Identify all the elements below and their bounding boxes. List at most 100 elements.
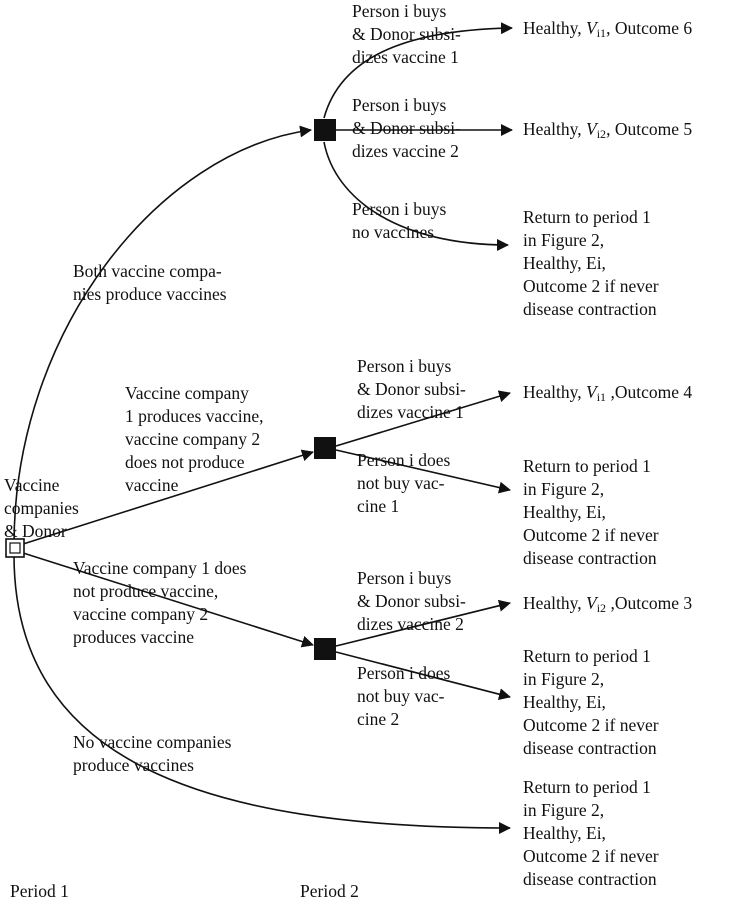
sub-label-line: no vaccines — [352, 222, 435, 242]
period-1-label: Period 1 — [10, 881, 69, 901]
sub-label-line: dizes vaccine 1 — [352, 47, 459, 67]
edge-c2-buy — [335, 599, 511, 647]
branch-label-line: not produce vaccine, — [73, 581, 219, 601]
sub-label-line: dizes vaccine 2 — [357, 614, 464, 634]
outcome-2-no-companies: Return to period 1 in Figure 2, Healthy,… — [523, 776, 659, 891]
outcome-prefix: Healthy, — [523, 593, 587, 613]
outcome-suffix: , Outcome 5 — [606, 119, 693, 139]
outcome-line: disease contraction — [523, 869, 657, 889]
decision-node-company2 — [314, 638, 336, 660]
sub-label-line: Person i buys — [352, 199, 447, 219]
root-label-line: & Donor — [4, 521, 67, 541]
root-label: Vaccine companies & Donor — [4, 474, 79, 543]
branch-label-both: Both vaccine compa- nies produce vaccine… — [73, 260, 227, 306]
edge-company2-only — [19, 551, 314, 648]
edge-both-produce — [13, 125, 312, 546]
root-node-inner — [9, 542, 21, 554]
outcome-2-both-none: Return to period 1 in Figure 2, Healthy,… — [523, 206, 659, 321]
branch-label-line: 1 produces vaccine, — [125, 406, 264, 426]
outcome-line: Outcome 2 if never — [523, 276, 659, 296]
outcome-variable: V — [586, 382, 597, 402]
edge-both-none — [323, 141, 509, 251]
edge-no-companies — [13, 554, 511, 834]
edge-c2-nobuy — [335, 651, 511, 701]
outcome-prefix: Healthy, — [523, 18, 587, 38]
branch-label-line: nies produce vaccines — [73, 284, 227, 304]
outcome-line: Outcome 2 if never — [523, 715, 659, 735]
outcome-subscript: i1 — [596, 390, 607, 404]
sub-label-line: Person i buys — [352, 1, 447, 21]
outcome-subscript: i1 — [596, 26, 607, 40]
outcome-subscript: i2 — [596, 127, 607, 141]
sub-label-line: not buy vac- — [357, 686, 445, 706]
outcome-line: Return to period 1 — [523, 646, 651, 666]
outcome-line: Healthy, Ei, — [523, 253, 606, 273]
branch-label-line: produce vaccines — [73, 755, 194, 775]
outcome-line: Return to period 1 — [523, 207, 651, 227]
outcome-line: in Figure 2, — [523, 479, 605, 499]
sub-label-line: & Donor subsi- — [352, 24, 461, 44]
outcome-subscript: i2 — [596, 601, 607, 615]
outcome-variable: V — [586, 119, 597, 139]
sub-label-c1-buy: Person i buys & Donor subsi- dizes vacci… — [357, 355, 466, 424]
sub-label-line: cine 1 — [357, 496, 400, 516]
root-label-line: Vaccine — [4, 475, 60, 495]
outcome-prefix: Healthy, — [523, 382, 587, 402]
outcome-line: disease contraction — [523, 738, 657, 758]
edge-company1-only — [19, 449, 314, 546]
sub-label-line: Person i buys — [352, 95, 447, 115]
outcome-line: Return to period 1 — [523, 456, 651, 476]
branch-label-line: vaccine — [125, 475, 179, 495]
outcome-line: in Figure 2, — [523, 800, 605, 820]
sub-label-line: Person i does — [357, 663, 451, 683]
branch-label-company1-only: Vaccine company 1 produces vaccine, vacc… — [125, 382, 263, 497]
branch-label-line: No vaccine companies — [73, 732, 232, 752]
outcome-2-c1-nobuy: Return to period 1 in Figure 2, Healthy,… — [523, 455, 659, 570]
sub-label-line: not buy vac- — [357, 473, 445, 493]
sub-label-line: & Donor subsi- — [357, 379, 466, 399]
edge-c1-nobuy — [335, 449, 511, 494]
outcome-line: Healthy, Ei, — [523, 692, 606, 712]
sub-label-c2-buy: Person i buys & Donor subsi- dizes vacci… — [357, 567, 466, 636]
sub-label-line: Person i buys — [357, 356, 452, 376]
outcome-line: in Figure 2, — [523, 669, 605, 689]
decision-node-company1 — [314, 437, 336, 459]
outcome-line: Healthy, Ei, — [523, 823, 606, 843]
outcome-line: Outcome 2 if never — [523, 846, 659, 866]
edge-both-vaccine1 — [323, 22, 513, 119]
branch-label-line: Vaccine company — [125, 383, 249, 403]
sub-label-both-vaccine1: Person i buys & Donor subsi- dizes vacci… — [352, 0, 461, 69]
outcome-variable: V — [586, 593, 597, 613]
outcome-prefix: Healthy, — [523, 119, 587, 139]
outcome-line: disease contraction — [523, 299, 657, 319]
branch-label-no-companies: No vaccine companies produce vaccines — [73, 731, 231, 777]
sub-label-line: Person i does — [357, 450, 451, 470]
outcome-line: disease contraction — [523, 548, 657, 568]
branch-label-line: does not produce — [125, 452, 245, 472]
outcome-suffix: ,Outcome 4 — [606, 382, 693, 402]
branch-label-line: vaccine company 2 — [125, 429, 261, 449]
period-2-label: Period 2 — [300, 881, 359, 901]
branch-label-line: vaccine company 2 — [73, 604, 209, 624]
sub-label-line: & Donor subsi- — [352, 118, 461, 138]
outcome-line: in Figure 2, — [523, 230, 605, 250]
outcome-line: Healthy, Ei, — [523, 502, 606, 522]
sub-label-line: & Donor subsi- — [357, 591, 466, 611]
outcome-suffix: ,Outcome 3 — [606, 593, 693, 613]
edge-c1-buy — [335, 390, 511, 447]
sub-label-line: dizes vaccine 2 — [352, 141, 459, 161]
sub-label-line: dizes vaccine 1 — [357, 402, 464, 422]
outcome-6: Healthy, Vi1, Outcome 6 — [523, 17, 692, 45]
sub-label-both-vaccine2: Person i buys & Donor subsi- dizes vacci… — [352, 94, 461, 163]
outcome-line: Return to period 1 — [523, 777, 651, 797]
sub-label-line: Person i buys — [357, 568, 452, 588]
outcome-2-c2-nobuy: Return to period 1 in Figure 2, Healthy,… — [523, 645, 659, 760]
outcome-4: Healthy, Vi1 ,Outcome 4 — [523, 381, 692, 409]
outcome-variable: V — [586, 18, 597, 38]
sub-label-c2-nobuy: Person i does not buy vac- cine 2 — [357, 662, 450, 731]
outcome-3: Healthy, Vi2 ,Outcome 3 — [523, 592, 692, 620]
outcome-line: Outcome 2 if never — [523, 525, 659, 545]
branch-label-line: Vaccine company 1 does — [73, 558, 247, 578]
sub-label-line: cine 2 — [357, 709, 400, 729]
